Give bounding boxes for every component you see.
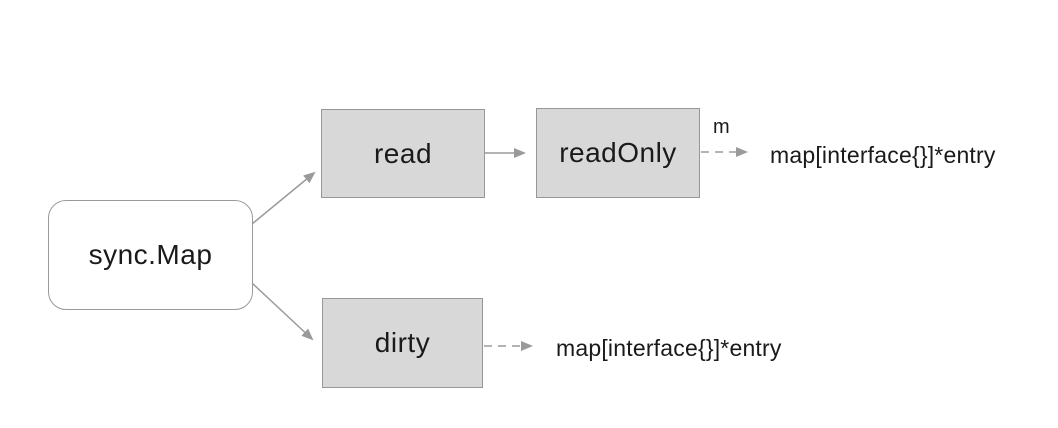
node-sync-map-label: sync.Map: [88, 239, 213, 270]
node-dirty: dirty: [322, 298, 483, 388]
edge-syncmap-read: [251, 171, 316, 225]
node-sync-map: sync.Map: [48, 200, 253, 310]
node-read-only: readOnly: [536, 108, 700, 198]
edge-label-m: m: [713, 116, 730, 138]
edge-label-entry-bottom: map[interface{}]*entry: [556, 335, 782, 361]
edge-label-entry-top: map[interface{}]*entry: [770, 142, 996, 168]
edge-syncmap-dirty: [251, 282, 314, 341]
node-read-only-label: readOnly: [559, 137, 677, 168]
node-read: read: [321, 109, 485, 198]
node-dirty-label: dirty: [374, 327, 431, 358]
node-read-label: read: [373, 137, 433, 169]
